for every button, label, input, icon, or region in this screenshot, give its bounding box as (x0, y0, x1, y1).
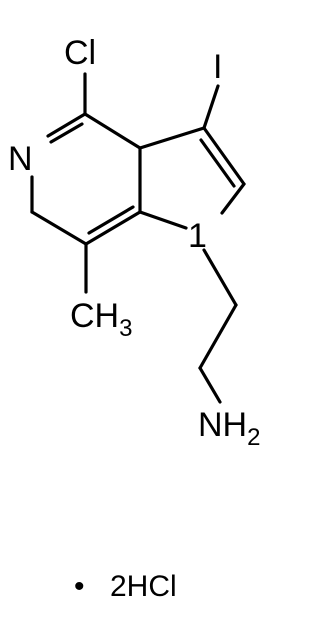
bond-c3-c2 (202, 126, 246, 186)
bond-c6-c7 (30, 210, 88, 246)
bond-n1-ch2 (202, 248, 238, 307)
atom-label-pyrrole-nitrogen: 1 (188, 217, 207, 255)
atom-label-ring-nitrogen: N (8, 140, 33, 178)
salt-bullet: • (74, 570, 85, 603)
bond-c3a-c3 (138, 126, 206, 150)
salt-formula: 2HCl (110, 570, 177, 603)
bond-c3-i (202, 84, 220, 130)
bond-ch2-ch2 (198, 303, 238, 370)
bond-c2-n1 (220, 182, 246, 215)
atom-label-amine: NH2 (198, 406, 260, 451)
bond-n1-c7a (138, 210, 188, 230)
bond-c4-n5-double (49, 122, 84, 144)
bond-c3-c2-double (199, 138, 236, 188)
atom-label-chlorine: Cl (64, 34, 96, 72)
bond-c7-c7a (84, 210, 142, 246)
bond-ch2-nh2 (198, 366, 222, 404)
bond-c4-c3a (83, 112, 142, 150)
bond-c4-n5 (46, 112, 87, 138)
chemical-structure-diagram: Cl I N 1 CH3 NH2 • 2HCl (8, 34, 260, 603)
atom-label-methyl: CH3 (70, 297, 132, 342)
bond-c7-c7a-double (87, 205, 135, 235)
atom-label-iodine: I (213, 48, 222, 86)
